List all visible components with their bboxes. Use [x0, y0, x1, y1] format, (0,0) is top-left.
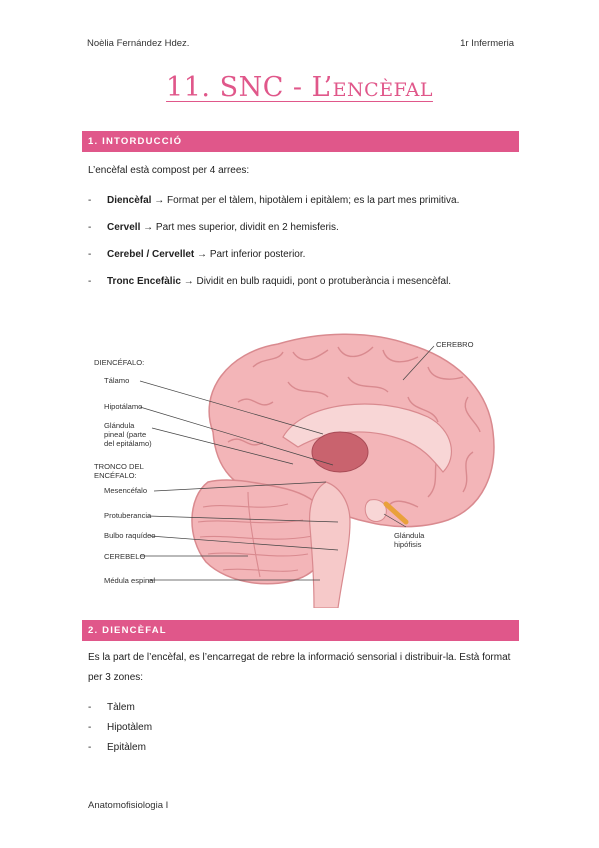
list-item: -Tàlem — [88, 702, 135, 713]
list-item: -Hipotàlem — [88, 722, 153, 733]
label-diencefalo: DIENCÉFALO: — [94, 358, 144, 367]
list-item: - Cervell → Part mes superior, dividit e… — [88, 222, 339, 233]
list-item-text: → Part mes superior, dividit en 2 hemisf… — [140, 222, 339, 233]
section-heading-intro: 1. INTORDUCCIÓ — [82, 131, 519, 152]
label-hipotalamo: Hipotálamo — [104, 402, 142, 411]
label-mesencefalo: Mesencéfalo — [104, 486, 147, 495]
corpus-callosum — [282, 403, 452, 473]
list-item-text: Hipotàlem — [107, 722, 153, 733]
list-item: - Diencèfal → Format per el tàlem, hipot… — [88, 195, 460, 206]
label-hipofisis-1: Glándula — [394, 531, 425, 540]
leader-lines — [139, 345, 435, 581]
thalamus-shape — [311, 431, 369, 473]
label-talamo: Tálamo — [104, 376, 129, 385]
brain-diagram: DIENCÉFALO: Tálamo Hipotálamo Glándula p… — [94, 333, 495, 608]
list-item-text: → Part inferior posterior. — [194, 249, 306, 260]
pituitary-shape — [364, 499, 387, 522]
label-bulbo: Bulbo raquídeo — [104, 531, 156, 540]
footer-text: Anatomofisiologia I — [88, 800, 169, 811]
list-item-term: Diencèfal — [107, 195, 152, 206]
list-item-term: Cervell — [107, 222, 141, 233]
list-item-text: → Format per el tàlem, hipotàlem i epità… — [151, 195, 460, 206]
label-medula: Médula espinal — [104, 576, 155, 585]
optic-stalk — [383, 501, 409, 525]
label-hipofisis-2: hipófisis — [394, 540, 422, 549]
diencefal-paragraph-line1: Es la part de l’encèfal, es l’encarregat… — [88, 652, 511, 663]
header-course: 1r Infermeria — [460, 38, 514, 49]
gyri-lines — [227, 346, 481, 508]
list-item: - Cerebel / Cervellet → Part inferior po… — [88, 249, 306, 260]
header-author: Noèlia Fernández Hdez. — [87, 38, 190, 49]
label-pineal-2: pineal (parte — [104, 430, 146, 439]
label-pineal-1: Glándula — [104, 421, 135, 430]
intro-paragraph: L’encèfal està compost per 4 arrees: — [88, 165, 250, 176]
list-item-text: Epitàlem — [107, 742, 146, 753]
list-item-term: Tronc Encefàlic — [107, 276, 181, 287]
diencefal-paragraph-line2: per 3 zones: — [88, 672, 144, 683]
label-tronco-1: TRONCO DEL — [94, 462, 144, 471]
label-protuberancia: Protuberancia — [104, 511, 152, 520]
list-item: -Epitàlem — [88, 742, 146, 753]
list-item-text: Tàlem — [107, 702, 135, 713]
label-cerebro: CEREBRO — [436, 340, 474, 349]
list-item: - Tronc Encefàlic → Dividit en bulb raqu… — [88, 276, 452, 287]
brainstem-shape — [308, 481, 351, 608]
label-cerebelo: CEREBELO — [104, 552, 145, 561]
page-title: 11. SNC - L’encèfal — [166, 72, 433, 103]
label-tronco-2: ENCÉFALO: — [94, 471, 137, 480]
list-item-term: Cerebel / Cervellet — [107, 249, 195, 260]
list-item-text: → Dividit en bulb raquidi, pont o protub… — [180, 276, 452, 287]
section-heading-diencefal: 2. DIENCÈFAL — [82, 620, 519, 641]
cerebellum-folia — [197, 491, 314, 578]
label-pineal-3: del epitálamo) — [104, 439, 152, 448]
